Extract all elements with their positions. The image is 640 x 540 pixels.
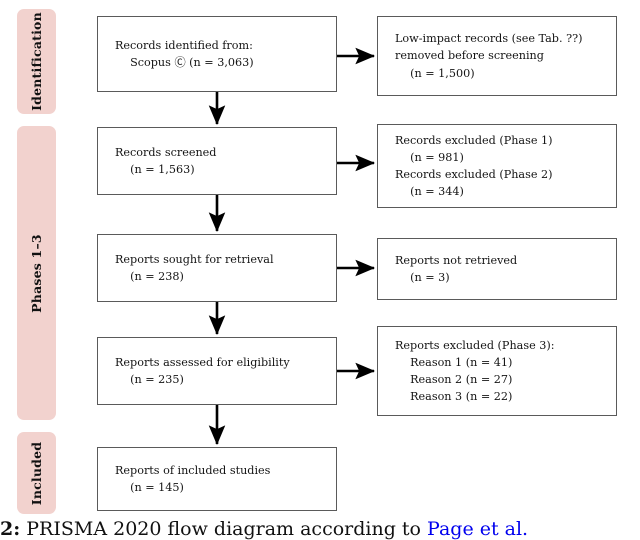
flow-box-line: (n = 235) (130, 373, 184, 386)
phase-badge-identification: Identification (17, 9, 56, 114)
flow-box-line: (n = 238) (130, 270, 184, 283)
phase-badge-included: Included (17, 432, 56, 514)
figure-caption: 2: PRISMA 2020 flow diagram according to… (0, 518, 640, 540)
flow-box-reports-sought: Reports sought for retrieval (n = 238) (97, 234, 337, 302)
phase-badge-label: Phases 1–3 (29, 233, 44, 313)
flow-box-records-identified: Records identified from: Scopus Ⓒ (n = 3,… (97, 16, 337, 92)
flow-box-records-screened: Records screened (n = 1,563) (97, 127, 337, 195)
flow-box-line: removed before screening (395, 49, 544, 63)
flow-box-line: Records excluded (Phase 1) (395, 133, 553, 147)
flow-box-text: Reports of included studies (n = 145) (98, 462, 278, 496)
figure-caption-citation-link[interactable]: Page et al. (427, 518, 529, 540)
flow-box-text: Low-impact records (see Tab. ??) removed … (378, 30, 590, 81)
flow-box-records-excluded-phase-1-2: Records excluded (Phase 1) (n = 981) Recor… (377, 124, 617, 208)
phase-badge-label: Included (29, 441, 45, 505)
flow-box-line: Scopus Ⓒ (n = 3,063) (130, 56, 254, 69)
flow-box-line: Reason 3 (n = 22) (410, 390, 513, 404)
flow-box-text: Reports assessed for eligibility (n = 235… (98, 354, 298, 388)
figure-caption-text: PRISMA 2020 flow diagram according to (20, 518, 428, 540)
phase-badge-label: Identification (29, 12, 44, 111)
flow-box-line: (n = 981) (410, 150, 464, 164)
flow-box-line: (n = 344) (410, 185, 464, 199)
figure-caption-number: 2: (0, 518, 21, 540)
flow-box-line: Reports of included studies (115, 463, 271, 477)
flow-box-reports-assessed: Reports assessed for eligibility (n = 235… (97, 337, 337, 405)
flow-box-line: Records screened (115, 145, 217, 159)
phase-badge-phases: Phases 1–3 (17, 126, 56, 420)
flow-box-text: Reports sought for retrieval (n = 238) (98, 251, 282, 285)
flow-box-reports-excluded-phase-3: Reports excluded (Phase 3): Reason 1 (n =… (377, 326, 617, 416)
flow-box-text: Records identified from: Scopus Ⓒ (n = 3,… (98, 37, 262, 71)
flow-box-text: Records excluded (Phase 1) (n = 981) Recor… (378, 132, 561, 200)
flow-box-reports-included: Reports of included studies (n = 145) (97, 447, 337, 511)
flow-box-line: (n = 1,500) (410, 66, 475, 80)
flow-box-line: Reason 2 (n = 27) (410, 373, 513, 386)
flow-box-line: Reason 1 (n = 41) (410, 355, 513, 369)
flow-box-line: (n = 1,563) (130, 163, 195, 176)
flow-box-line: Reports sought for retrieval (115, 252, 274, 266)
flow-box-low-impact-removed: Low-impact records (see Tab. ??) removed … (377, 16, 617, 96)
flow-box-line: Reports not retrieved (395, 253, 518, 267)
flow-box-line: Records identified from: (115, 38, 253, 52)
flow-box-text: Records screened (n = 1,563) (98, 144, 224, 178)
flow-box-text: Reports not retrieved (n = 3) (378, 252, 525, 286)
flow-box-line: (n = 145) (130, 481, 184, 494)
flow-box-line: Reports excluded (Phase 3): (395, 338, 555, 352)
flow-box-text: Reports excluded (Phase 3): Reason 1 (n =… (378, 337, 563, 405)
flow-box-line: Low-impact records (see Tab. ??) (395, 32, 583, 46)
flow-box-line: (n = 3) (410, 271, 450, 284)
flow-box-line: Reports assessed for eligibility (115, 355, 290, 369)
flow-box-reports-not-retrieved: Reports not retrieved (n = 3) (377, 238, 617, 300)
flow-box-line: Records excluded (Phase 2) (395, 168, 553, 181)
